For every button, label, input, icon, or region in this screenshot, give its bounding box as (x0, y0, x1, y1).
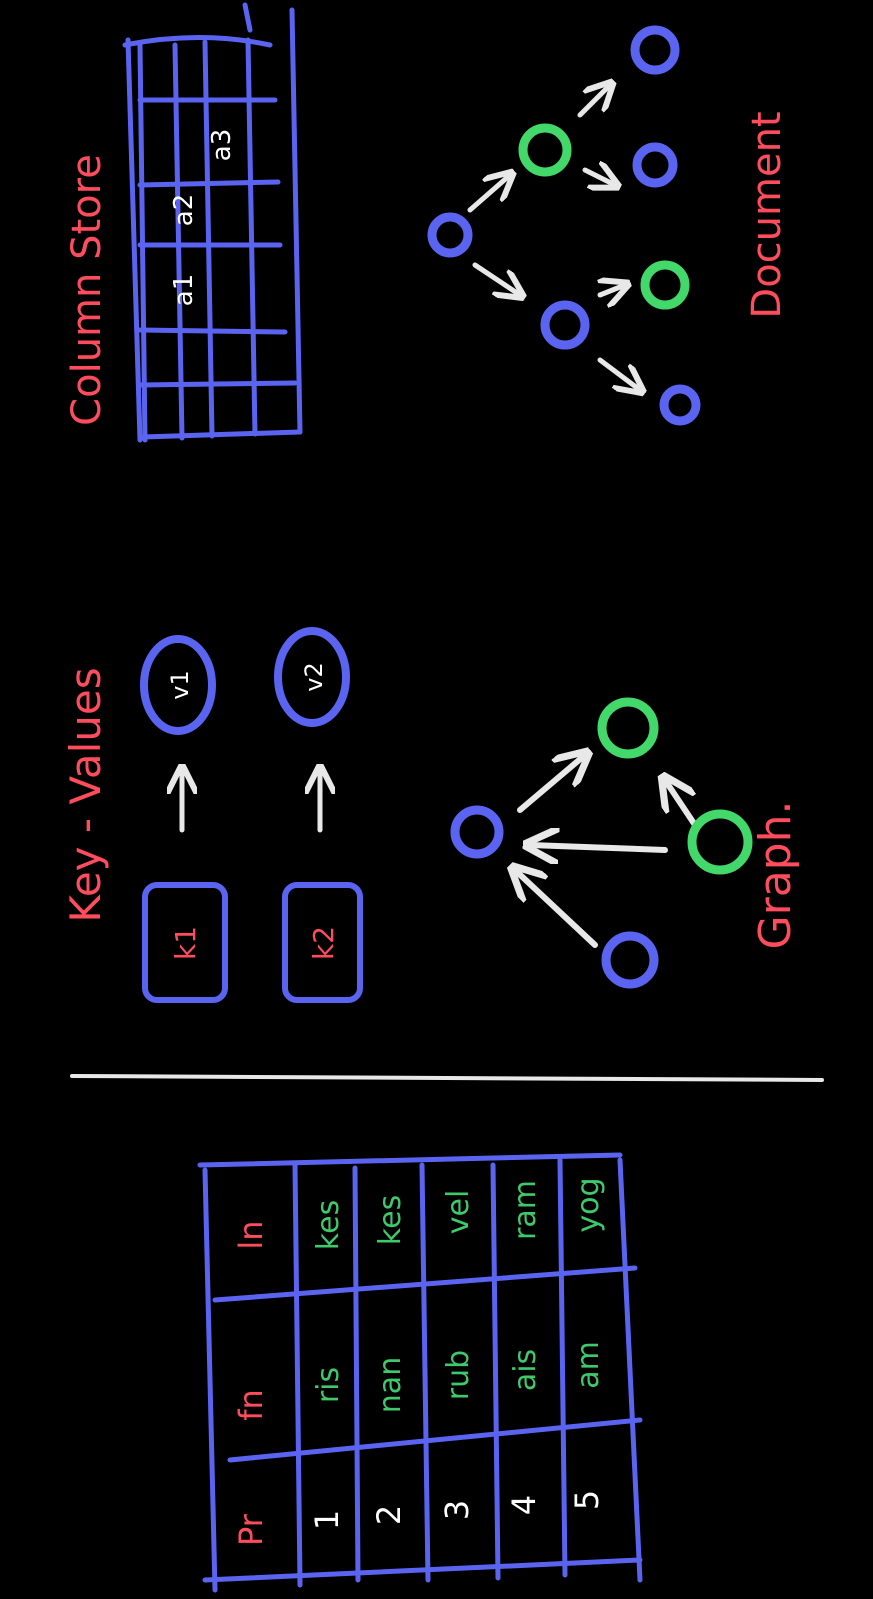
table-cell-fn: rub (441, 1350, 476, 1400)
table-cell-ln: kes (311, 1200, 346, 1250)
graph-title: Graph. (750, 801, 801, 950)
table-cell-fn: ais (508, 1349, 543, 1391)
relational-table-grid (197, 1152, 643, 1593)
column-store-cell-a1: a1 (169, 274, 199, 306)
table-cell-fn: am (571, 1341, 606, 1389)
graph-node-bottom (601, 931, 659, 989)
document-section: Document (427, 25, 790, 426)
table-row: 1 ris kes (308, 1200, 346, 1530)
document-title: Document (744, 111, 790, 318)
document-edges (467, 85, 640, 390)
key-box-k2 (282, 882, 363, 1003)
table-header-fn: fn (232, 1389, 270, 1421)
table-cell-pr: 5 (568, 1490, 606, 1510)
document-node-b (540, 300, 590, 350)
graph-section: Graph. (450, 697, 801, 989)
table-cell-ln: yog (571, 1177, 606, 1232)
document-node-f (659, 384, 701, 426)
table-cell-ln: vel (441, 1190, 476, 1235)
value-label-v2: v2 (300, 662, 328, 691)
table-cell-ln: ram (508, 1180, 543, 1240)
table-cell-pr: 2 (370, 1505, 408, 1525)
column-store-cell-a2: a2 (169, 194, 199, 226)
section-divider (70, 1074, 824, 1082)
table-row: 3 rub vel (438, 1190, 476, 1520)
document-node-d (632, 142, 678, 188)
table-row: 2 nan kes (370, 1195, 408, 1525)
document-node-c (630, 25, 680, 75)
table-cell-pr: 1 (308, 1510, 346, 1530)
column-store-cell-a3: a3 (207, 129, 237, 161)
value-label-v1: v1 (166, 670, 194, 699)
key-box-k1 (142, 882, 228, 1003)
table-cell-pr: 4 (505, 1495, 543, 1515)
table-row: 5 am yog (568, 1177, 606, 1510)
graph-edges (515, 755, 698, 948)
graph-nodes (450, 697, 753, 989)
value-node-v2 (274, 627, 350, 727)
key-values-section: Key - Values k1 v1 k2 v2 (61, 627, 363, 1003)
document-node-root (427, 212, 473, 258)
relational-table-header: Pr fn ln (232, 1220, 270, 1546)
column-store-section: Column Store a1 a2 a3 (64, 2, 303, 443)
key-label-k2: k2 (307, 926, 340, 960)
key-values-title: Key - Values (61, 667, 110, 922)
table-row: 4 ais ram (505, 1180, 543, 1515)
table-header-ln: ln (232, 1220, 270, 1249)
graph-node-top (597, 697, 659, 759)
value-node-v1 (140, 635, 216, 735)
graph-node-hub (450, 805, 504, 859)
document-node-a (518, 123, 572, 177)
table-cell-fn: nan (373, 1357, 408, 1413)
key-label-k1: k1 (169, 926, 202, 960)
relational-table: Pr fn ln 1 ris kes 2 nan kes 3 rub vel 4… (197, 1152, 643, 1593)
table-cell-pr: 3 (438, 1500, 476, 1520)
column-store-grid (122, 2, 303, 443)
graph-node-right (687, 809, 753, 875)
table-header-pr: Pr (232, 1513, 270, 1546)
table-cell-ln: kes (373, 1195, 408, 1245)
document-node-e (640, 260, 690, 310)
document-nodes (427, 25, 701, 426)
column-store-title: Column Store (64, 154, 110, 426)
table-cell-fn: ris (311, 1367, 346, 1403)
